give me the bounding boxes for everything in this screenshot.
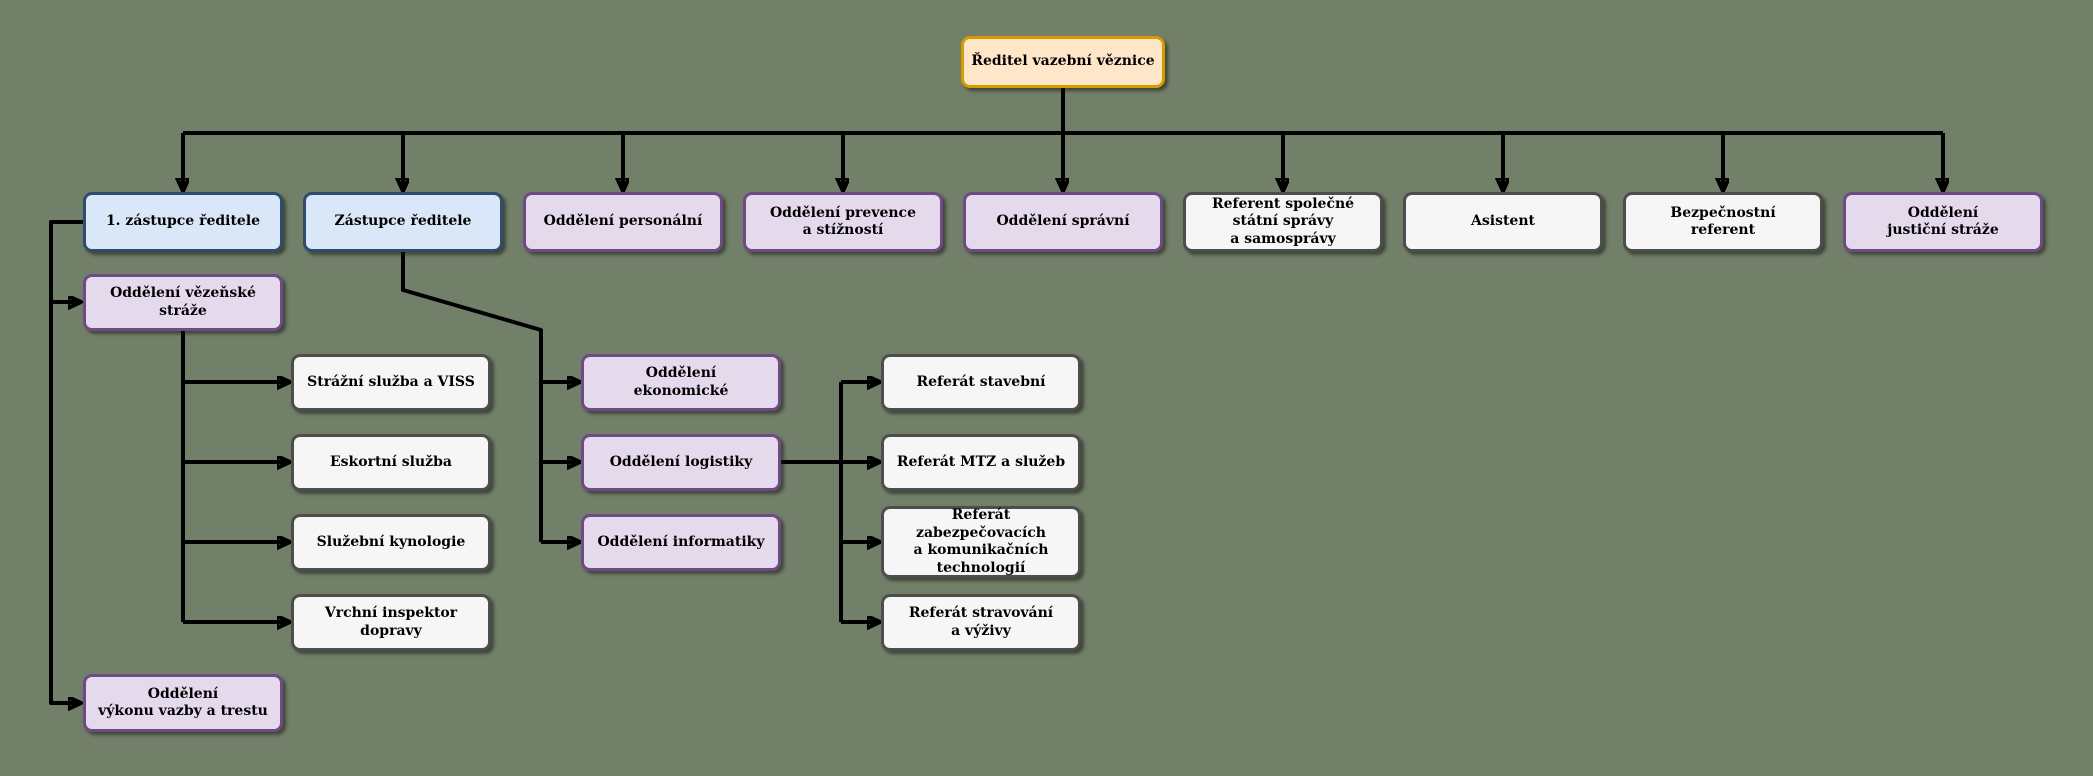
node-referent-sss: Referent společné státní správy a samosp… — [1183, 192, 1383, 252]
connector-deputy-trunk — [401, 252, 543, 542]
connector-first-deputy-trunk — [49, 220, 83, 703]
node-vezenska-dept: Oddělení vězeňské stráže — [83, 274, 283, 331]
node-justicni-dept: Oddělení justiční stráže — [1843, 192, 2043, 252]
node-personal-dept: Oddělení personální — [523, 192, 723, 252]
node-asistent: Asistent — [1403, 192, 1603, 252]
node-zabezpecovaci: Referát zabezpečovacích a komunikačních … — [881, 506, 1081, 578]
node-prevence-dept: Oddělení prevence a stížností — [743, 192, 943, 252]
node-eskortni: Eskortní služba — [291, 434, 491, 491]
node-stravovani: Referát stravování a výživy — [881, 594, 1081, 651]
node-first-deputy: 1. zástupce ředitele — [83, 192, 283, 252]
node-spravni-dept: Oddělení správní — [963, 192, 1163, 252]
node-bezpecnostni: Bezpečnostní referent — [1623, 192, 1823, 252]
node-inspektor: Vrchní inspektor dopravy — [291, 594, 491, 651]
node-kynologie: Služební kynologie — [291, 514, 491, 571]
node-informatiky-dept: Oddělení informatiky — [581, 514, 781, 571]
node-director: Ředitel vazební věznice — [961, 36, 1165, 88]
node-ekonomicke-dept: Oddělení ekonomické — [581, 354, 781, 411]
node-mtz: Referát MTZ a služeb — [881, 434, 1081, 491]
node-deputy: Zástupce ředitele — [303, 192, 503, 252]
node-vykon-dept: Oddělení výkonu vazby a trestu — [83, 674, 283, 732]
node-logistiky-dept: Oddělení logistiky — [581, 434, 781, 491]
node-strazni: Strážní služba a VISS — [291, 354, 491, 411]
node-stavebni: Referát stavební — [881, 354, 1081, 411]
